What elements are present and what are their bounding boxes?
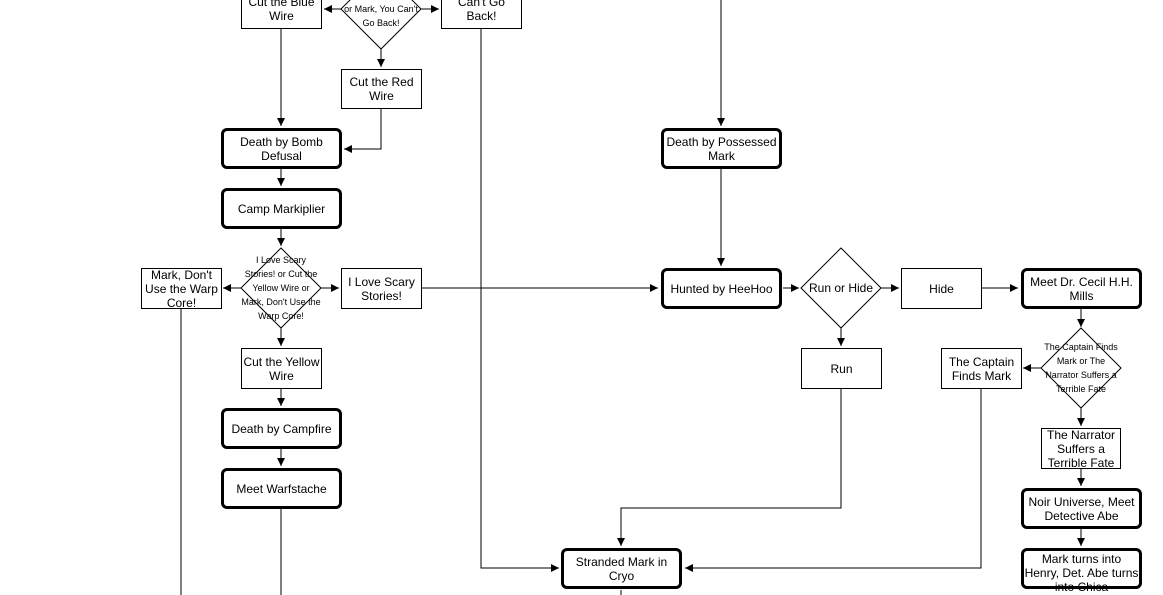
node-label: Death by Bomb Defusal <box>240 134 323 163</box>
edge-captain-to-stranded <box>685 389 982 572</box>
node-meet-dr-cecil: Meet Dr. Cecil H.H. Mills <box>1021 268 1142 309</box>
node-label: Mark turns into Henry, Det. Abe turns in… <box>1024 552 1139 594</box>
node-cant-go-back: Can't Go Back! <box>441 0 522 29</box>
node-label: Meet Dr. Cecil H.H. Mills <box>1030 274 1133 303</box>
node-i-love-scary-stories: I Love Scary Stories! <box>341 268 422 309</box>
node-stranded-mark-in-cryo: Stranded Mark in Cryo <box>561 548 682 589</box>
node-mark-turns-into-henry: Mark turns into Henry, Det. Abe turns in… <box>1021 548 1142 594</box>
node-cut-the-red-wire: Cut the Red Wire <box>341 69 422 109</box>
node-cut-the-blue-wire: Cut the Blue Wire <box>241 0 322 29</box>
node-meet-warfstache: Meet Warfstache <box>221 468 342 509</box>
node-label: Cut the Yellow Wire <box>243 354 320 383</box>
node-label: Stranded Mark in Cryo <box>575 554 668 583</box>
diamond-shape <box>240 247 322 329</box>
node-label: The Captain Finds Mark <box>948 354 1015 383</box>
diamond-shape <box>800 247 882 329</box>
decision-captain-or-narrator: The Captain Finds Mark or The Narrator S… <box>1040 327 1122 409</box>
node-noir-universe: Noir Universe, Meet Detective Abe <box>1021 488 1142 529</box>
edge-run-to-stranded <box>617 389 842 546</box>
node-death-by-possessed-mark: Death by Possessed Mark <box>661 128 782 169</box>
decision-label: The Captain Finds Mark or The Narrator S… <box>1044 342 1118 394</box>
node-label: Meet Warfstache <box>236 481 327 496</box>
node-narrator-terrible-fate: The Narrator Suffers a Terrible Fate <box>1041 427 1121 470</box>
node-label: Death by Campfire <box>231 421 332 436</box>
node-label: Hide <box>929 281 954 296</box>
edge-cut-red-to-death-bomb <box>344 109 382 153</box>
decision-label: Run or Hide <box>808 281 874 295</box>
decision-label: I Love Scary Stories! or Cut the Yellow … <box>241 255 321 321</box>
node-label: I Love Scary Stories! <box>348 274 415 303</box>
node-death-by-campfire: Death by Campfire <box>221 408 342 449</box>
decision-cant-go-back: or Cut the Red Wire or Mark, You Can't G… <box>340 0 422 50</box>
node-label: Run <box>830 361 853 376</box>
node-label: Death by Possessed Mark <box>666 134 777 163</box>
node-label: Hunted by HeeHoo <box>670 281 773 296</box>
diamond-shape <box>340 0 422 50</box>
node-captain-finds-mark: The Captain Finds Mark <box>941 348 1022 389</box>
node-label: Can't Go Back! <box>458 0 505 23</box>
node-label: Cut the Blue Wire <box>248 0 315 23</box>
node-label: Cut the Red Wire <box>349 75 414 103</box>
node-label: Camp Markiplier <box>237 201 326 216</box>
node-label: Mark, Don't Use the Warp Core! <box>145 267 218 310</box>
node-mark-dont-use-warp-core: Mark, Don't Use the Warp Core! <box>141 267 222 310</box>
diamond-label-box: The Captain Finds Mark or The Narrator S… <box>1041 328 1121 408</box>
decision-label: or Cut the Red Wire or Mark, You Can't G… <box>344 4 418 28</box>
node-hunted-by-heehoo: Hunted by HeeHoo <box>661 268 782 309</box>
diamond-label-box: or Cut the Red Wire or Mark, You Can't G… <box>341 0 421 49</box>
decision-scary-stories: I Love Scary Stories! or Cut the Yellow … <box>240 247 322 329</box>
decision-run-or-hide: Run or Hide <box>800 247 882 329</box>
node-cut-the-yellow-wire: Cut the Yellow Wire <box>241 348 322 389</box>
diamond-label-box: I Love Scary Stories! or Cut the Yellow … <box>241 248 321 328</box>
node-death-by-bomb-defusal: Death by Bomb Defusal <box>221 128 342 169</box>
node-label: The Narrator Suffers a Terrible Fate <box>1046 427 1116 470</box>
diamond-shape <box>1040 327 1122 409</box>
edge-cant-go-back-to-stranded <box>480 29 559 572</box>
node-hide: Hide <box>901 268 982 309</box>
node-run: Run <box>801 348 882 389</box>
diamond-label-box: Run or Hide <box>801 248 881 328</box>
node-camp-markiplier: Camp Markiplier <box>221 188 342 229</box>
node-label: Noir Universe, Meet Detective Abe <box>1028 494 1135 523</box>
